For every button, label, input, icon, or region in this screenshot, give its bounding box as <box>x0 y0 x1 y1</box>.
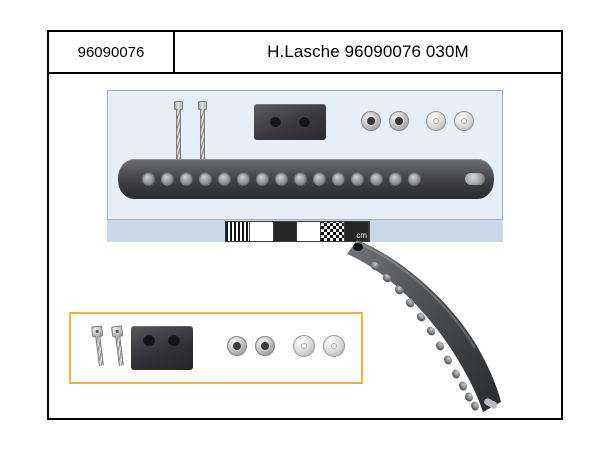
bracket-hole <box>161 172 174 186</box>
bottom-parts-photo-panel <box>69 312 363 384</box>
scale-unit-label: cm <box>356 231 367 240</box>
bracket-hole <box>405 298 415 308</box>
screw-icon <box>111 325 127 367</box>
photo-scale-bar: cm <box>225 221 370 242</box>
screw-icon <box>91 325 107 367</box>
bracket-hole <box>394 285 404 295</box>
curved-bracket-highlight <box>355 241 476 349</box>
scale-segment <box>226 222 250 241</box>
bracket-hole <box>142 172 155 186</box>
spacer-bore <box>143 334 155 346</box>
bracket-hole <box>180 172 193 186</box>
nut-icon <box>227 336 247 356</box>
washer-icon <box>323 335 345 357</box>
screw-shank <box>200 109 205 163</box>
scale-segment <box>321 222 346 241</box>
bracket-end-slot <box>465 173 485 185</box>
product-photo-area: cm <box>49 74 561 418</box>
bracket-hole <box>426 326 436 336</box>
bracket-hole <box>436 341 444 351</box>
spacer-block <box>254 104 326 140</box>
screw-icon <box>198 101 207 163</box>
bracket-hole <box>294 172 307 186</box>
scale-segment <box>273 222 298 241</box>
bracket-hole <box>382 273 392 283</box>
curved-bracket-body <box>347 240 501 412</box>
bracket-hole <box>471 401 479 411</box>
bracket-hole <box>237 172 250 186</box>
straight-bracket <box>118 159 494 199</box>
bracket-hole <box>313 172 326 186</box>
scale-segment <box>249 222 274 241</box>
card-header: 96090076 H.Lasche 96090076 030M <box>49 32 561 74</box>
nut-icon <box>389 111 409 131</box>
washer-icon <box>426 111 446 131</box>
washer-icon <box>293 335 315 357</box>
bracket-hole <box>389 172 402 186</box>
curved-bracket-end-hole <box>353 243 363 251</box>
screw-shank <box>95 335 104 367</box>
bracket-hole <box>465 392 473 402</box>
spacer-bore <box>299 116 310 127</box>
page-title: H.Lasche 96090076 030M <box>267 42 469 61</box>
screw-icon <box>174 101 183 163</box>
bracket-end-slot <box>484 398 498 409</box>
bracket-hole <box>452 369 460 379</box>
bracket-hole <box>351 172 364 186</box>
top-parts-photo-panel <box>107 90 503 220</box>
bracket-hole <box>459 381 467 391</box>
washer-icon <box>454 111 474 131</box>
bracket-hole <box>256 172 269 186</box>
bracket-hole <box>218 172 231 186</box>
bracket-hole <box>199 172 212 186</box>
part-number: 96090076 <box>49 32 175 72</box>
scale-segment <box>345 222 369 241</box>
spacer-bore <box>168 334 180 346</box>
bracket-hole <box>275 172 288 186</box>
bracket-hole <box>408 172 421 186</box>
nut-icon <box>361 111 381 131</box>
screw-shank <box>115 335 124 367</box>
curved-bracket <box>337 234 517 418</box>
bracket-hole <box>370 172 383 186</box>
bracket-hole <box>416 312 426 322</box>
spacer-block <box>131 326 193 370</box>
bracket-hole <box>444 355 452 365</box>
spacer-bore <box>270 116 281 127</box>
part-info-card: 96090076 H.Lasche 96090076 030M <box>47 30 563 420</box>
scale-segment <box>297 222 322 241</box>
nut-icon <box>255 336 275 356</box>
screw-shank <box>176 109 181 163</box>
bracket-hole <box>370 261 380 271</box>
bracket-hole <box>332 172 345 186</box>
